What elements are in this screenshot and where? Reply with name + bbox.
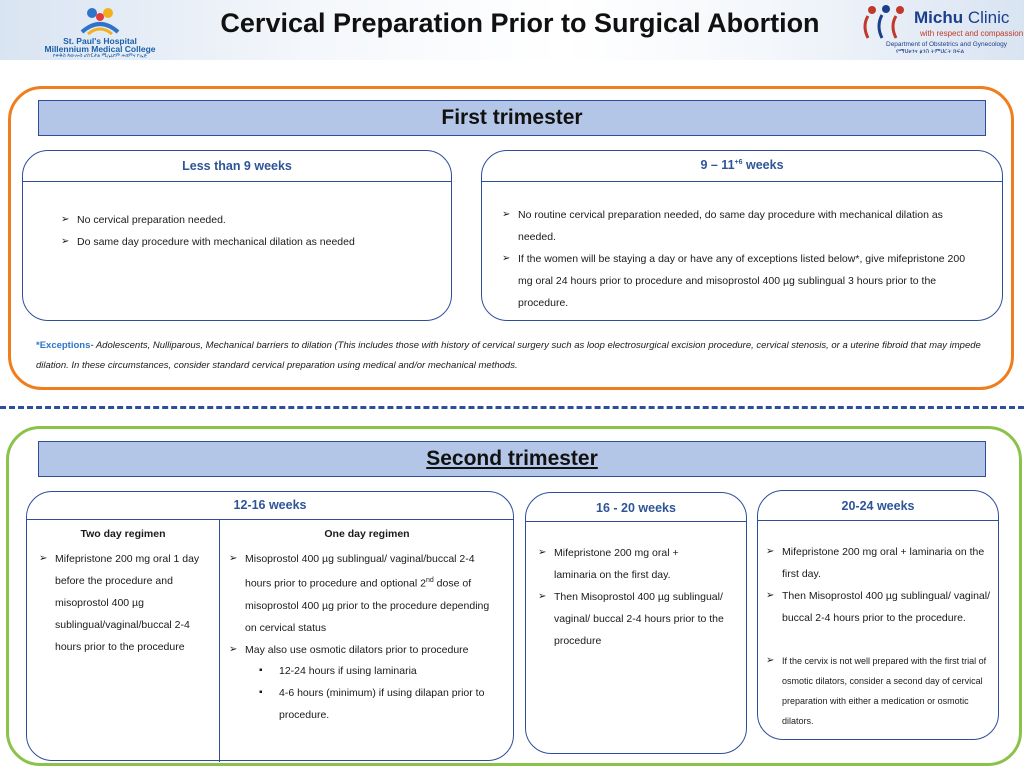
list-item: Then Misoprostol 400 µg sublingual/ vagi… — [538, 586, 724, 652]
list-item: Do same day procedure with mechanical di… — [61, 231, 441, 253]
card-heading: Less than 9 weeks — [182, 159, 292, 173]
card-divider — [526, 521, 746, 522]
second-trimester-title: Second trimester — [38, 441, 986, 477]
card-heading-pre: 9 – 11 — [700, 158, 735, 172]
list-item: Misoprostol 400 µg sublingual/ vaginal/b… — [229, 548, 499, 639]
clinic-dept: Department of Obstetrics and Gynecology — [886, 41, 1008, 48]
two-day-list: Mifepristone 200 mg oral 1 day before th… — [39, 548, 209, 658]
sub-list-item: 4-6 hours (minimum) if using dilapan pri… — [259, 682, 509, 726]
exceptions-text: - Adolescents, Nulliparous, Mechanical b… — [36, 340, 981, 371]
card-heading: 16 - 20 weeks — [596, 501, 676, 515]
two-day-heading: Two day regimen — [80, 528, 166, 540]
clinic-name-rest: Clinic — [963, 8, 1010, 27]
logo-line3: የቅዱስ ጳውሎስ ሆስፒታል ሚሌኒየም ሕክምና ኮሌጅ — [52, 53, 148, 59]
list-item: May also use osmotic dilators prior to p… — [229, 639, 499, 661]
clinic-tagline: with respect and compassion — [920, 29, 1024, 38]
card-heading: 9 – 11+6 weeks — [482, 158, 1002, 172]
card-divider — [482, 181, 1002, 182]
regimen-divider — [219, 519, 220, 762]
small-bullet-list: If the cervix is not well prepared with … — [766, 651, 992, 731]
list-item: Mifepristone 200 mg oral + laminaria on … — [538, 542, 724, 586]
st-pauls-logo: St. Paul's Hospital Millennium Medical C… — [20, 4, 180, 59]
card-heading-sup: +6 — [734, 158, 743, 166]
page-title: Cervical Preparation Prior to Surgical A… — [220, 8, 820, 38]
clinic-dept-amharic: የማህፀንና ፅንስ ትምህርት ክፍል — [896, 49, 965, 55]
card-16-20-weeks: 16 - 20 weeks Mifepristone 200 mg oral +… — [525, 492, 747, 754]
card-heading: 20-24 weeks — [841, 499, 915, 513]
list-item: If the cervix is not well prepared with … — [766, 651, 992, 731]
clinic-name: Michu Clinic — [914, 8, 1009, 28]
card-divider — [758, 520, 998, 521]
sub-list-item: 12-24 hours if using laminaria — [259, 660, 509, 682]
first-trimester-title: First trimester — [38, 100, 986, 136]
list-item: No cervical preparation needed. — [61, 209, 441, 231]
bullet-list: Mifepristone 200 mg oral + laminaria on … — [538, 542, 724, 652]
michu-clinic-logo: Michu Clinic with respect and compassion… — [858, 2, 1024, 60]
list-item: Mifepristone 200 mg oral 1 day before th… — [39, 548, 209, 658]
item-text-sup: nd — [425, 577, 434, 584]
exceptions-note: *Exceptions- Adolescents, Nulliparous, M… — [36, 336, 996, 376]
bullet-list: No routine cervical preparation needed, … — [502, 204, 972, 314]
card-heading: 12-16 weeks — [233, 498, 307, 512]
first-trimester-frame — [8, 86, 1014, 390]
one-day-heading: One day regimen — [324, 528, 410, 540]
bullet-list: No cervical preparation needed. Do same … — [61, 209, 441, 253]
card-heading-post: weeks — [742, 158, 784, 172]
card-12-16-weeks: 12-16 weeks Two day regimen Mifepristone… — [26, 491, 514, 762]
list-item: Mifepristone 200 mg oral + laminaria on … — [766, 541, 992, 585]
list-item: No routine cervical preparation needed, … — [502, 204, 972, 248]
section-divider — [0, 406, 1024, 409]
card-divider — [23, 181, 451, 182]
card-9-11-weeks: 9 – 11+6 weeks No routine cervical prepa… — [481, 150, 1003, 321]
logo-line1: St. Paul's Hospital — [63, 36, 137, 46]
item-text-post: dose of misoprostol 400 µg prior to the … — [245, 577, 490, 634]
item-text-pre: Misoprostol 400 µg sublingual/ vaginal/b… — [245, 553, 475, 590]
bullet-list: Mifepristone 200 mg oral + laminaria on … — [766, 541, 992, 629]
st-pauls-emblem-icon — [80, 8, 120, 36]
one-day-list: Misoprostol 400 µg sublingual/ vaginal/b… — [229, 548, 499, 661]
exceptions-label: *Exceptions — [36, 340, 91, 351]
card-divider — [27, 519, 513, 520]
clinic-name-bold: Michu — [914, 8, 964, 27]
card-less-than-9-weeks: Less than 9 weeks No cervical preparatio… — [22, 150, 452, 321]
card-20-24-weeks: 20-24 weeks Mifepristone 200 mg oral + l… — [757, 490, 999, 740]
list-item: If the women will be staying a day or ha… — [502, 248, 972, 314]
osmotic-sub-list: 12-24 hours if using laminaria 4-6 hours… — [229, 660, 509, 726]
header-bar: St. Paul's Hospital Millennium Medical C… — [0, 0, 1024, 60]
logo-line2: Millennium Medical College — [44, 44, 156, 54]
list-item: Then Misoprostol 400 µg sublingual/ vagi… — [766, 585, 992, 629]
michu-figures-icon — [863, 5, 904, 39]
